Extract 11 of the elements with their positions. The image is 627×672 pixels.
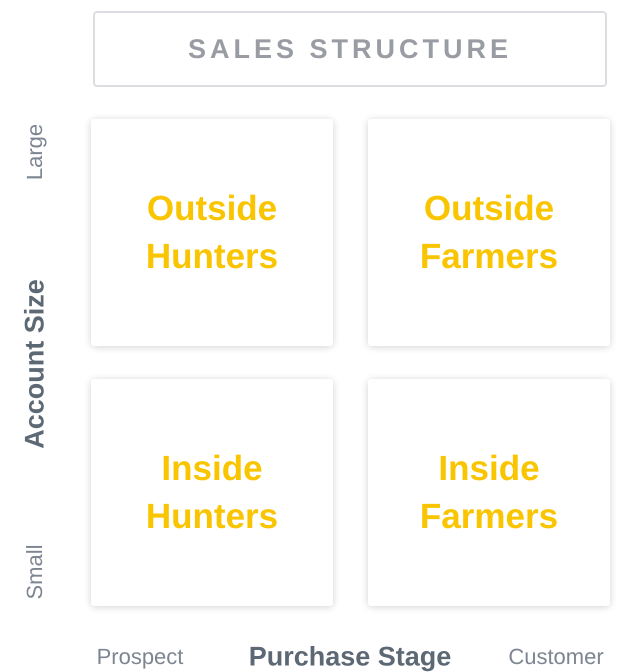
title-box: SALES STRUCTURE (93, 11, 607, 87)
axis-title: Account Size (20, 279, 50, 449)
quadrant-label: Outside Farmers (418, 188, 560, 278)
quadrant-label: Outside Hunters (144, 188, 280, 278)
axis-end-label: Small (22, 544, 48, 600)
axis-end-label: Prospect (96, 644, 184, 670)
quadrant-label: Inside Hunters (144, 448, 280, 538)
axis-end-label: Large (22, 124, 48, 180)
axis-title: Purchase Stage (248, 642, 452, 672)
quadrant-label: Inside Farmers (418, 448, 560, 538)
axis-end-label: Customer (508, 644, 604, 670)
